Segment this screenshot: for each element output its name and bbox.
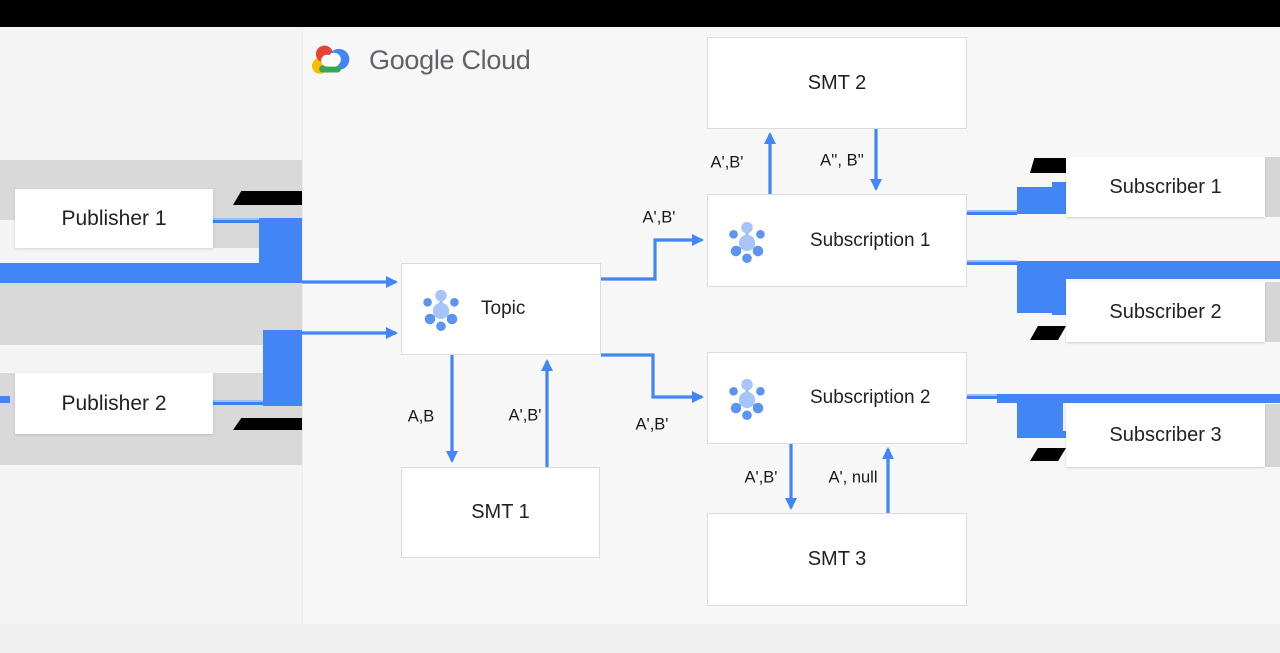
node-subscription-2: Subscription 2 <box>707 352 967 444</box>
subscriber3-blue-nub <box>1052 431 1066 438</box>
bottom-strip <box>0 624 1280 653</box>
smt2-label: SMT 2 <box>807 71 867 94</box>
redaction-bar-publisher2 <box>233 418 302 430</box>
subscriber1-label: Subscriber 1 <box>1109 175 1222 198</box>
subscriber3-blue-band <box>997 394 1280 403</box>
edge-label-topic-to-smt1: A,B <box>407 407 435 426</box>
node-smt-3: SMT 3 <box>707 513 967 606</box>
node-smt-2: SMT 2 <box>707 37 967 129</box>
publisher1-label: Publisher 1 <box>61 206 167 230</box>
subscription1-out-line-2 <box>967 260 1017 265</box>
pubsub-subscription-icon <box>729 378 765 421</box>
subscriber3-label: Subscriber 3 <box>1109 424 1222 446</box>
subscriber2-blue-band <box>1017 261 1280 279</box>
pubsub-subscription-icon <box>729 221 765 263</box>
publisher2-blue-block <box>263 330 302 406</box>
publisher2-label: Publisher 2 <box>61 391 167 415</box>
google-cloud-logo-icon <box>311 45 350 74</box>
node-publisher-2: Publisher 2 <box>15 373 213 434</box>
subscriber3-blue-block <box>1017 394 1063 438</box>
publisher1-blue-block <box>259 218 302 283</box>
edge-label-smt2-to-subscription1: A'', B'' <box>820 151 864 170</box>
node-smt-1: SMT 1 <box>401 467 600 558</box>
google-cloud-logo: Google Cloud <box>310 38 531 82</box>
edge-label-smt1-to-topic: A',B' <box>508 406 542 425</box>
subscriber2-blue-block <box>1017 261 1066 313</box>
edge-label-subscription2-to-smt3: A',B' <box>744 468 778 487</box>
node-subscriber-3: Subscriber 3 <box>1066 404 1265 467</box>
left-gray-band-1b <box>213 220 259 248</box>
node-subscriber-1: Subscriber 1 <box>1066 157 1265 217</box>
publisher2-blue-stub <box>0 396 10 403</box>
subscriber2-right-gray <box>1265 282 1280 342</box>
left-gray-band-2 <box>0 283 302 345</box>
edge-label-topic-to-subscription1: A',B' <box>642 208 676 227</box>
top-black-bar <box>0 0 1280 27</box>
subscriber1-right-gray <box>1265 157 1280 217</box>
subscription1-label: Subscription 1 <box>810 229 931 251</box>
edge-label-smt3-to-subscription2: A', null <box>828 468 878 487</box>
redaction-bar-subscriber3 <box>1030 448 1066 461</box>
publisher2-out-line <box>213 400 264 405</box>
subscriber1-blue-block <box>1017 187 1066 214</box>
node-subscription-1: Subscription 1 <box>707 194 967 287</box>
subscriber2-label: Subscriber 2 <box>1109 300 1222 323</box>
redaction-bar-subscriber2 <box>1030 326 1066 340</box>
publisher1-out-line <box>213 218 260 223</box>
subscriber2-blue-nub <box>1052 308 1066 315</box>
node-subscriber-2: Subscriber 2 <box>1066 282 1265 342</box>
node-topic: Topic <box>401 263 601 355</box>
redaction-bar-publisher1 <box>233 191 302 205</box>
redaction-bar-subscriber1 <box>1030 158 1066 173</box>
edge-label-topic-to-subscription2: A',B' <box>635 415 669 434</box>
node-publisher-1: Publisher 1 <box>15 189 213 248</box>
subscription2-out-line <box>967 394 1000 399</box>
logo-text: Google Cloud <box>369 44 531 75</box>
pubsub-topic-icon <box>423 289 459 332</box>
topic-label: Topic <box>481 298 526 319</box>
smt3-label: SMT 3 <box>807 548 867 570</box>
edge-label-subscription1-to-smt2: A',B' <box>710 153 744 172</box>
subscription1-out-line-1 <box>967 210 1017 215</box>
subscriber3-right-gray <box>1265 404 1280 467</box>
subscription2-label: Subscription 2 <box>810 387 931 408</box>
smt1-label: SMT 1 <box>471 501 530 523</box>
subscriber1-blue-nub <box>1052 182 1066 188</box>
publisher-blue-band <box>0 263 260 283</box>
